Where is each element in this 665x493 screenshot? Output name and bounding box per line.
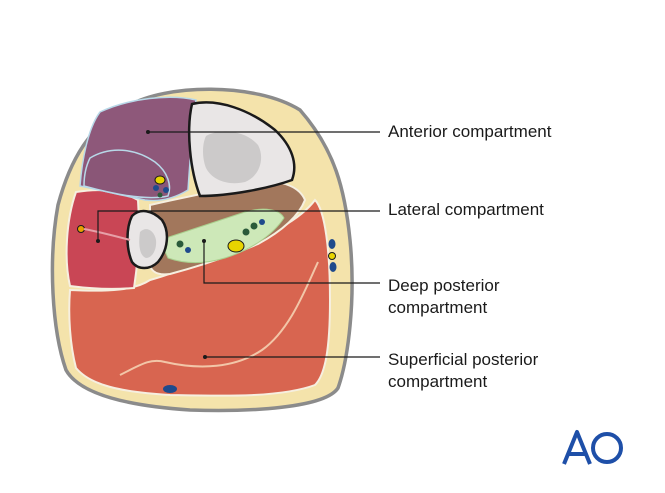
saphenous-vein-2 bbox=[329, 262, 337, 272]
label-deep-posterior-compartment: Deep posterior compartment bbox=[388, 275, 500, 319]
leader-dot-anterior bbox=[146, 130, 150, 134]
superficial-peroneal-nerve bbox=[77, 225, 85, 233]
posterior-tibial-vessel-2 bbox=[250, 222, 258, 230]
ao-logo-letter-o bbox=[591, 432, 623, 464]
posterior-tibial-vessel-3 bbox=[259, 219, 265, 225]
leader-dot-superficial-posterior bbox=[203, 355, 207, 359]
leader-line-deep-posterior bbox=[203, 241, 380, 284]
leader-dot-lateral bbox=[96, 239, 100, 243]
lateral-septum bbox=[83, 228, 131, 241]
anterior-vessel-3 bbox=[157, 192, 163, 198]
label-deep-posterior-line2: compartment bbox=[388, 298, 488, 317]
label-anterior-text: Anterior compartment bbox=[388, 122, 552, 141]
label-lateral-compartment: Lateral compartment bbox=[388, 199, 544, 221]
great-saphenous-vein bbox=[328, 239, 336, 249]
label-deep-posterior-line1: Deep posterior bbox=[388, 276, 500, 295]
leader-line-lateral bbox=[97, 210, 380, 241]
peroneal-vessel-1 bbox=[176, 240, 184, 248]
label-anterior-compartment: Anterior compartment bbox=[388, 121, 551, 143]
small-saphenous-vein bbox=[163, 385, 177, 393]
label-superficial-posterior-compartment: Superficial posterior compartment bbox=[388, 349, 538, 393]
label-superficial-posterior-line1: Superficial posterior bbox=[388, 350, 539, 369]
muscle-septum bbox=[119, 261, 319, 376]
ao-logo bbox=[562, 430, 623, 465]
fibula-marrow bbox=[139, 229, 157, 258]
peroneal-vessel-2 bbox=[185, 247, 191, 253]
posterior-tibial-vessel-1 bbox=[242, 228, 250, 236]
anterior-subcompartment bbox=[83, 149, 171, 199]
anterior-nerve bbox=[154, 175, 166, 185]
leader-dot-deep-posterior bbox=[202, 239, 206, 243]
saphenous-nerve bbox=[328, 252, 336, 260]
fascia-sheath bbox=[159, 208, 285, 263]
ao-logo-letter-a bbox=[562, 430, 592, 465]
tibial-nerve bbox=[227, 239, 245, 253]
label-superficial-posterior-line2: compartment bbox=[388, 372, 488, 391]
anterior-vessel-2 bbox=[163, 187, 169, 193]
label-lateral-text: Lateral compartment bbox=[388, 200, 544, 219]
tibia-marrow bbox=[203, 131, 262, 184]
anterior-vessel-1 bbox=[153, 185, 159, 191]
